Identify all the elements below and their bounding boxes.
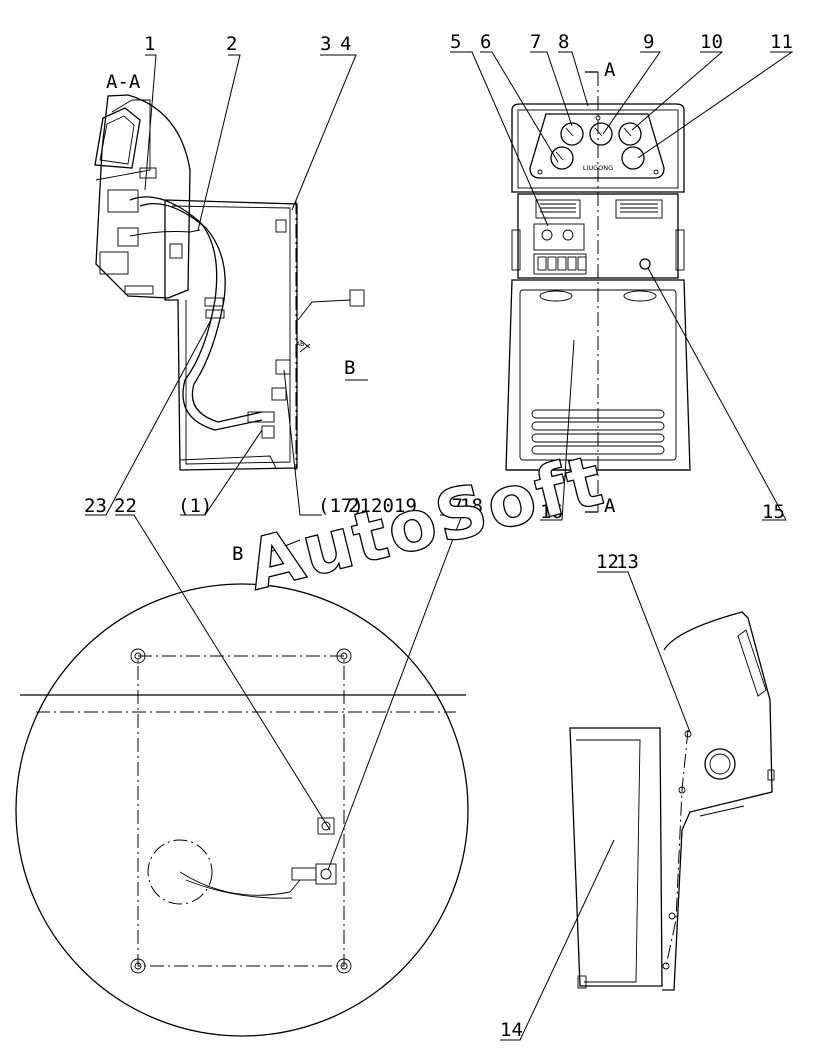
section-aa-label: A-A: [106, 71, 141, 93]
callout-16: 16: [540, 501, 563, 523]
callout-9: 9: [643, 31, 654, 53]
callout-3: 3: [320, 33, 331, 55]
callout-12: 12: [596, 551, 619, 573]
callout-5: 5: [450, 31, 461, 53]
callout-20: 20: [371, 495, 394, 517]
callout-14: 14: [500, 1019, 523, 1041]
watermark-text: AutoSoft: [239, 439, 612, 607]
view-b-label: B: [232, 543, 243, 565]
callout-1: 1: [144, 33, 155, 55]
callout-17-paren: (17): [318, 495, 364, 517]
callout-11: 11: [770, 31, 793, 53]
section-arrow-a-bottom: A: [604, 495, 616, 517]
callout-21: 21: [348, 495, 371, 517]
callout-7: 7: [530, 31, 541, 53]
callout-15: 15: [762, 501, 785, 523]
section-arrow-a-top: A: [604, 59, 616, 81]
callout-22: 22: [114, 495, 137, 517]
detail-view-b: [15, 583, 469, 1037]
front-view: [505, 71, 691, 513]
callout-labels: A-A B B A A 1 2 3 4 5 6 7 8 9 10 11 23 2…: [84, 31, 793, 1041]
callout-6: 6: [480, 31, 491, 53]
callout-4: 4: [340, 33, 351, 55]
callout-1-paren: (1): [178, 495, 212, 517]
callout-18: 18: [460, 495, 483, 517]
callout-13: 13: [616, 551, 639, 573]
callout-17: 17: [440, 495, 463, 517]
leader-lines: [85, 51, 794, 1041]
section-b-label: B: [344, 357, 355, 379]
callout-23: 23: [84, 495, 107, 517]
svg-text:AB: AB: [296, 341, 304, 348]
side-view: [569, 611, 775, 991]
callout-10: 10: [700, 31, 723, 53]
callout-19: 19: [394, 495, 417, 517]
section-aa-view: AB: [94, 94, 368, 471]
callout-8: 8: [558, 31, 569, 53]
callout-2: 2: [226, 33, 237, 55]
brand-badge: LIUGONG: [583, 164, 613, 172]
